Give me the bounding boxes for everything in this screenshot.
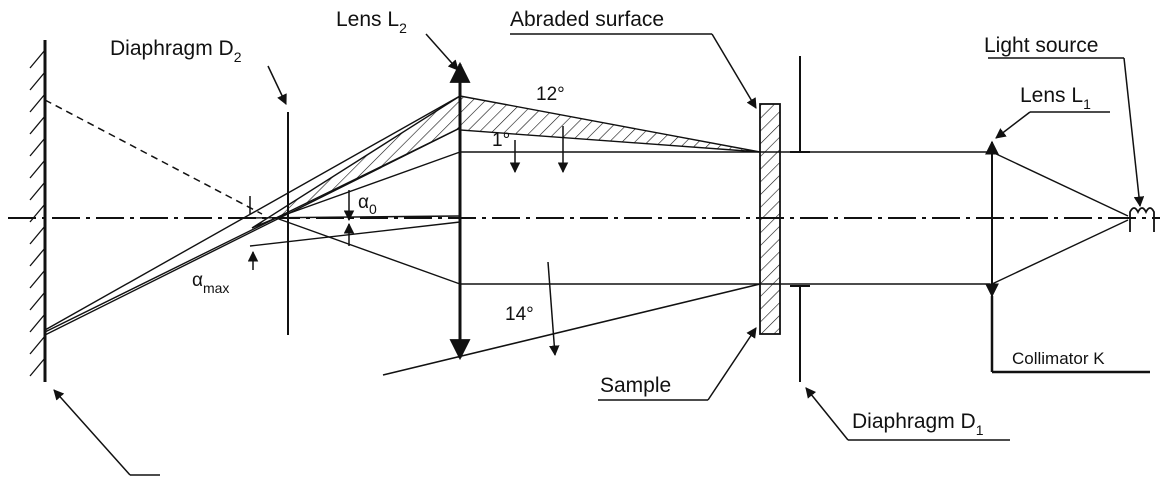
- source-rays: [991, 151, 1129, 285]
- label-angle-12: 12°: [536, 84, 565, 105]
- label-alpha-0: α0: [358, 192, 377, 217]
- parallel-beam: [460, 151, 990, 285]
- label-light-source: Light source: [984, 34, 1098, 57]
- label-abraded-surface: Abraded surface: [510, 8, 664, 31]
- collimator-bracket: [990, 296, 1150, 374]
- ray-14deg: [382, 283, 761, 376]
- converging-rays: [44, 95, 461, 336]
- screen-leader: [53, 389, 160, 476]
- scattered-beam-upper: [251, 94, 461, 229]
- dashed-ray: [44, 99, 263, 215]
- hatched-wedge: [459, 95, 761, 153]
- light-source-icon: [1129, 207, 1155, 232]
- label-collimator-k: Collimator K: [1012, 349, 1105, 368]
- label-lens-l1: Lens L1: [1020, 84, 1091, 112]
- diaphragm-d1: [790, 56, 810, 382]
- label-angle-1: 1°: [492, 130, 510, 151]
- sample-block: [759, 103, 781, 335]
- label-angle-14: 14°: [505, 304, 534, 325]
- label-diaphragm-d2: Diaphragm D2: [110, 37, 242, 65]
- angle-ticks: [247, 126, 569, 357]
- label-sample: Sample: [600, 374, 671, 397]
- label-diaphragm-d1: Diaphragm D1: [852, 410, 984, 438]
- label-leaders: [267, 33, 1145, 441]
- label-lens-l2: Lens L2: [336, 8, 407, 36]
- screen-wall: [29, 40, 47, 382]
- label-alpha-max: αmax: [192, 270, 229, 296]
